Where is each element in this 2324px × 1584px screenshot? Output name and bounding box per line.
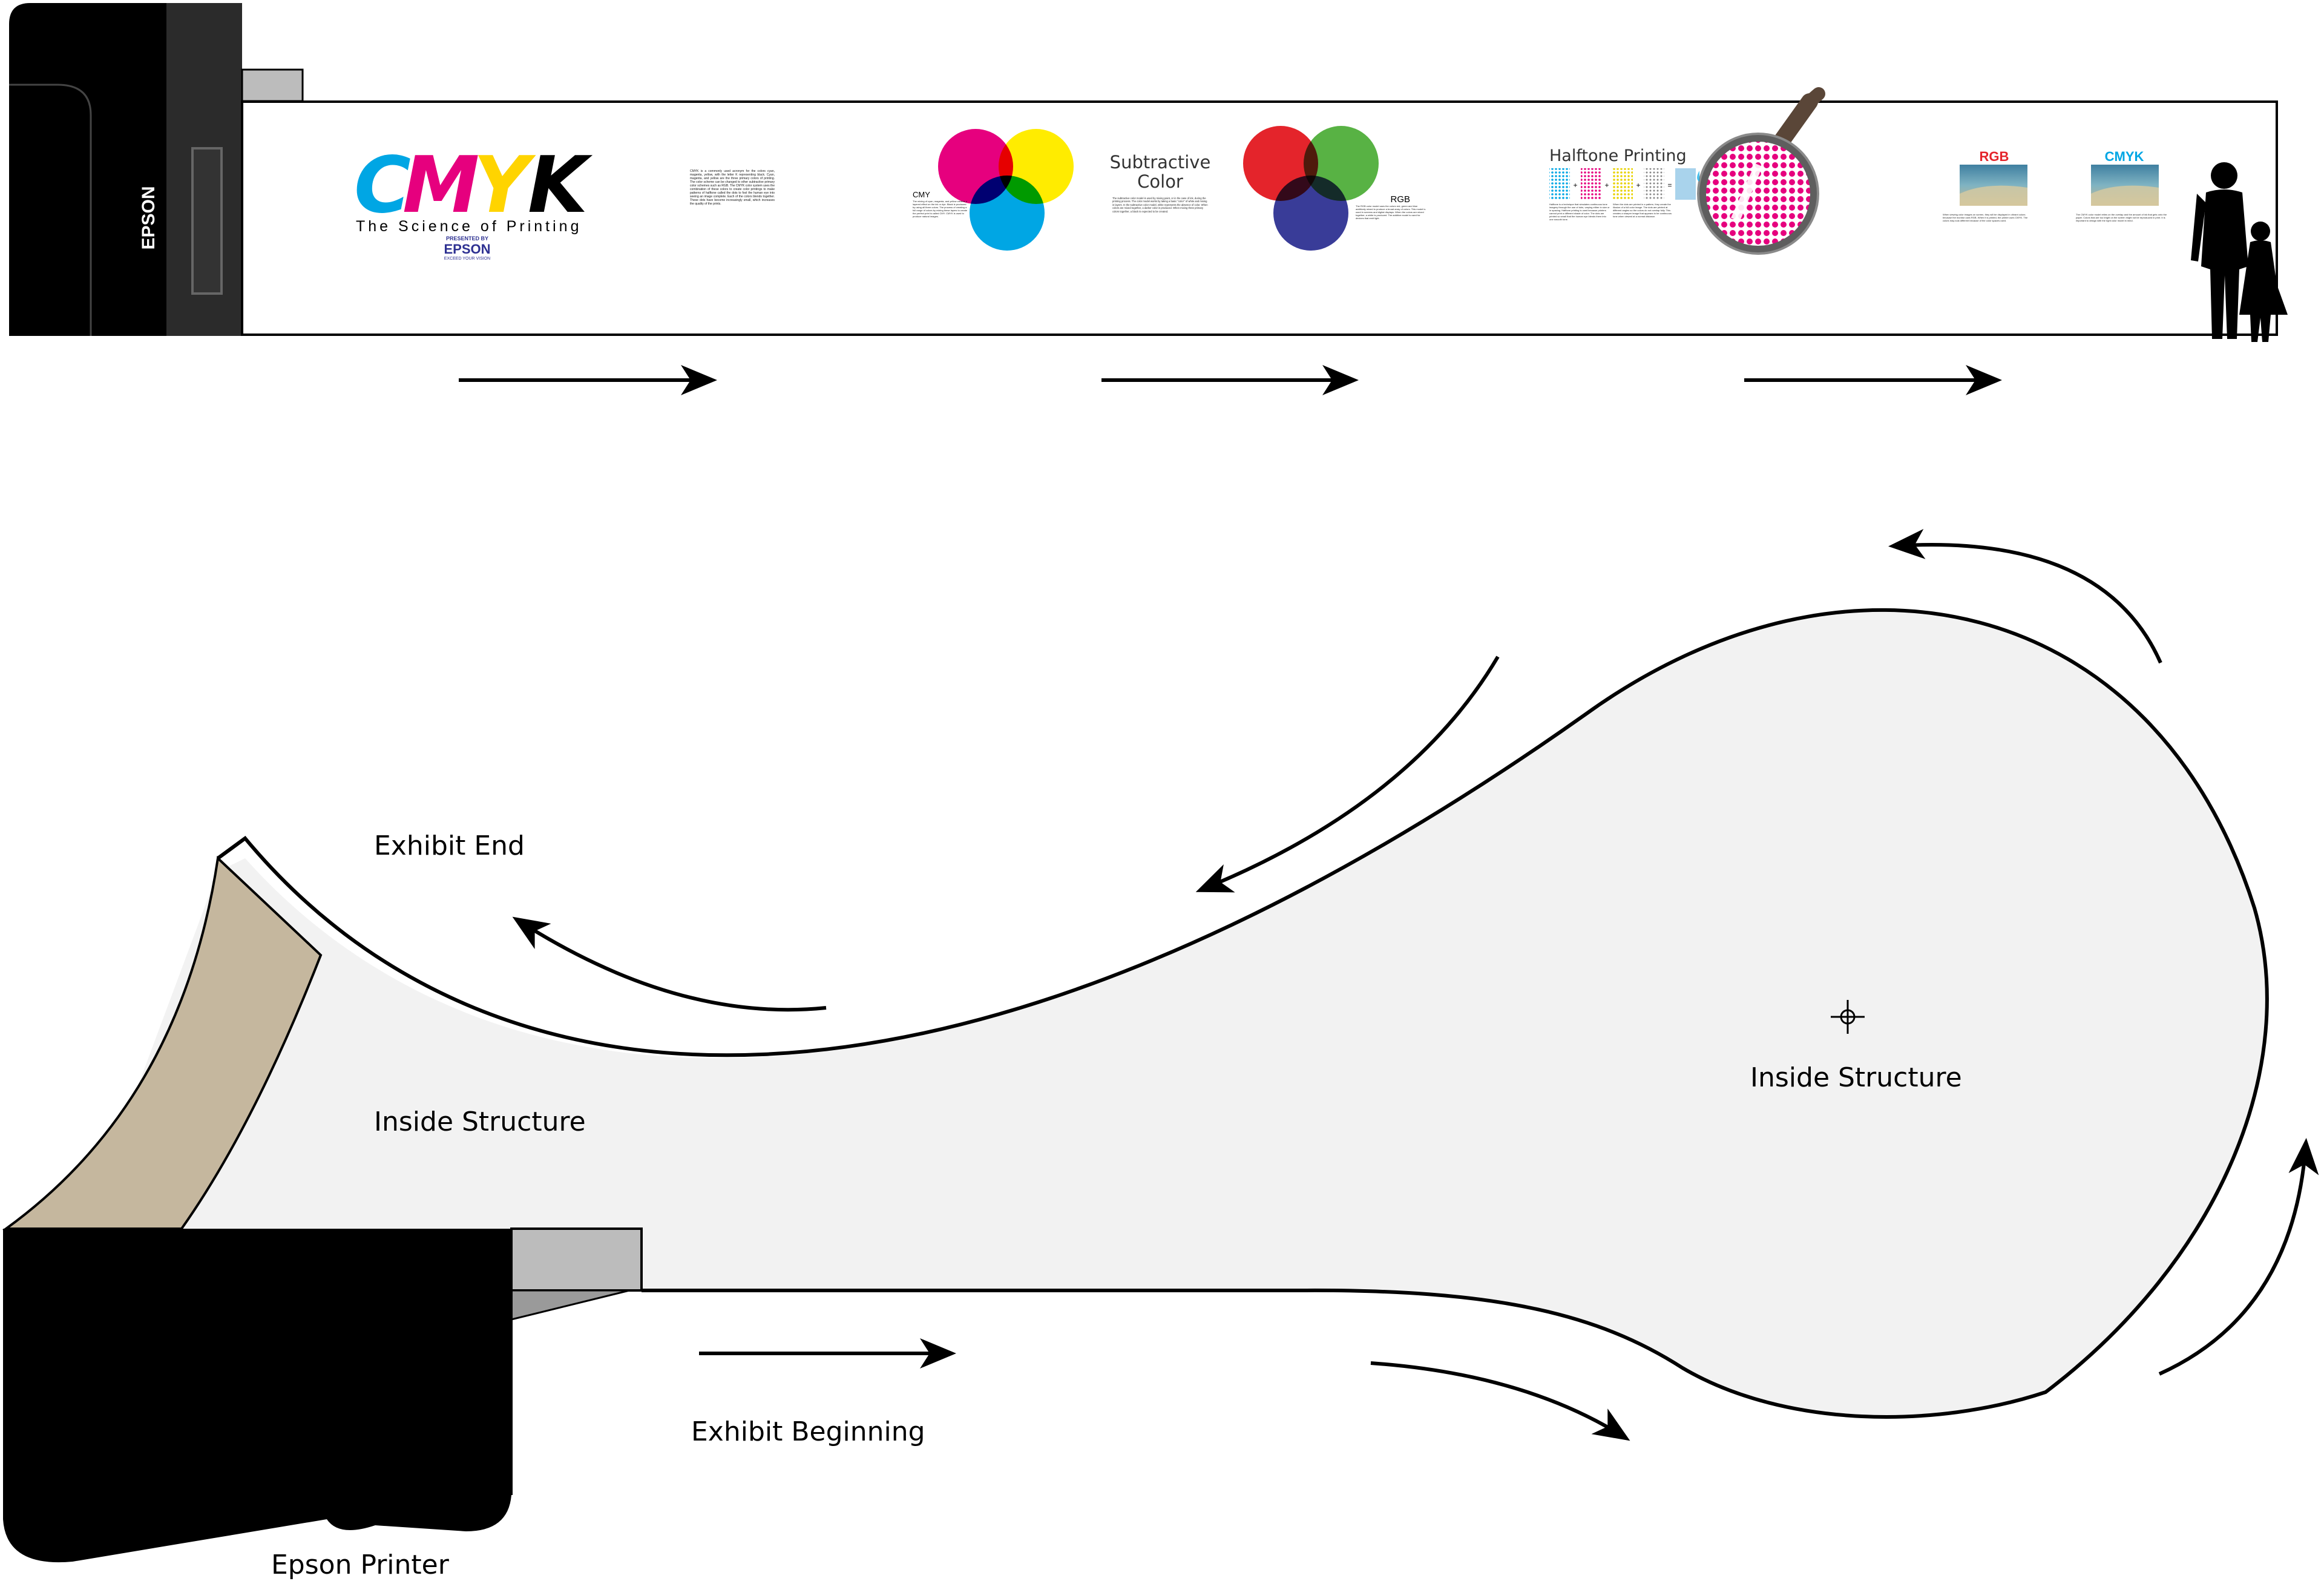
exhibit-beginning-label: Exhibit Beginning xyxy=(691,1416,925,1447)
compare-cmyk-text: The CMYK color model relies on the overl… xyxy=(2076,213,2173,237)
inside-structure-left-label: Inside Structure xyxy=(374,1106,586,1137)
rgb-text-block: The RGB color model uses the colors red,… xyxy=(1356,205,1428,253)
compare-rgb-text: When viewing color images on screen, the… xyxy=(1943,213,2034,237)
sponsor-logo-text: EPSON xyxy=(444,242,490,257)
rgb-label: RGB xyxy=(1390,194,1410,205)
cmy-label: CMY xyxy=(913,190,930,199)
subtractive-text-block: The subtractive color model is used by m… xyxy=(1112,197,1209,251)
cmyk-letter-k: K xyxy=(528,140,593,231)
wall-elevation: EPSON C M Y K The Science of Printing PR… xyxy=(9,3,2288,380)
presented-by-text: PRESENTED BY xyxy=(446,235,488,242)
compare-cmyk-title: CMYK xyxy=(2105,149,2144,164)
intro-text-block: CMYK is a commonly used acronym for the … xyxy=(690,169,775,236)
halftone-text-2: When the dots are printed in a pattern, … xyxy=(1613,203,1673,251)
sponsor-tagline: EXCEED YOUR VISION xyxy=(444,257,491,261)
halftone-op-4: = xyxy=(1667,181,1672,189)
epson-printer-plan xyxy=(3,1229,642,1562)
inside-structure-right-label: Inside Structure xyxy=(1750,1062,1962,1093)
halftone-op-1: + xyxy=(1573,181,1577,189)
subtractive-title-1: Subtractive xyxy=(1110,152,1211,173)
subtractive-title-2: Color xyxy=(1137,171,1183,192)
compare-rgb-title-text: RGB xyxy=(1980,149,2009,164)
cmyk-letter-m: M xyxy=(402,140,479,231)
compare-cmyk-title-text: CMYK xyxy=(2105,149,2144,164)
cmyk-letter-y: Y xyxy=(473,140,536,231)
halftone-op-2: + xyxy=(1604,181,1609,189)
printer-brand-text: EPSON xyxy=(139,186,159,249)
cmy-text-block: The mixing of cyan, magenta, and yellow … xyxy=(913,200,968,254)
cmyk-subtitle: The Science of Printing xyxy=(356,218,582,235)
plan-arrow-exit xyxy=(517,920,826,1010)
halftone-title: Halftone Printing xyxy=(1549,146,1687,165)
compare-rgb-title: RGB xyxy=(1980,149,2009,164)
exhibit-end-label: Exhibit End xyxy=(374,830,525,861)
epson-printer-label: Epson Printer xyxy=(271,1549,450,1580)
halftone-text-1: Halftone is a technique that simulates c… xyxy=(1549,203,1610,251)
floor-plan: Exhibit End Inside Structure Inside Stru… xyxy=(3,545,2306,1580)
halftone-op-3: + xyxy=(1636,181,1640,189)
plan-arrow-bottom xyxy=(1371,1363,1625,1438)
